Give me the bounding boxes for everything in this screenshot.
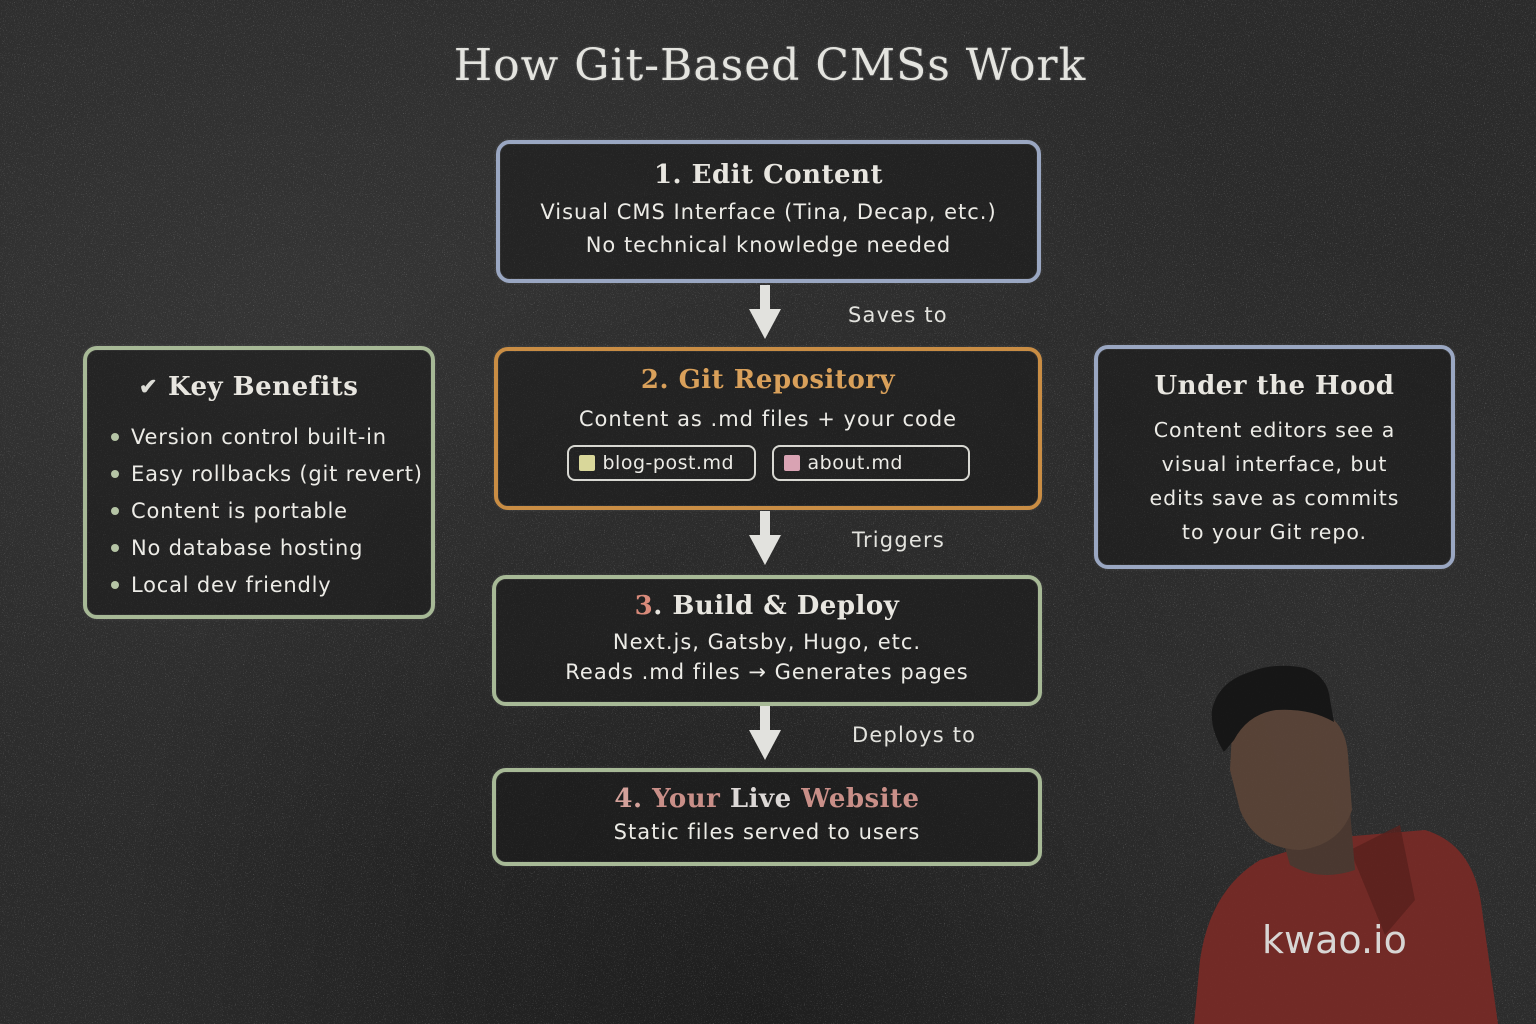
panel-title-text: Key Benefits	[167, 372, 359, 402]
step-title-text: . Build & Deploy	[653, 591, 900, 621]
file-name: blog-post.md	[602, 452, 735, 474]
step-title: 1. Edit Content	[653, 160, 884, 190]
list-item: Content is portable	[111, 492, 431, 529]
step-number: 3	[634, 591, 654, 621]
step-title: 3. Build & Deploy	[496, 591, 1038, 621]
check-icon: ✔	[139, 374, 158, 400]
connector-label: Triggers	[852, 528, 945, 552]
step-line: Content as .md files + your code	[578, 407, 958, 431]
list-item: Easy rollbacks (git revert)	[111, 455, 431, 492]
step-line: No technical knowledge needed	[585, 233, 952, 257]
list-item-text: Easy rollbacks (git revert)	[131, 461, 423, 486]
step-line: Static files served to users	[613, 820, 921, 844]
bullet-icon	[111, 580, 119, 589]
panel-title: ✔ Key Benefits	[139, 372, 431, 402]
step-title-word: Website	[801, 784, 920, 814]
list-item: Version control built-in	[111, 418, 431, 455]
panel-line: to your Git repo.	[1181, 520, 1368, 544]
step-git-repository: 2. Git Repository Content as .md files +…	[494, 347, 1042, 510]
benefits-list: Version control built-in Easy rollbacks …	[111, 418, 431, 603]
arrow-down-icon	[749, 285, 781, 339]
bullet-icon	[111, 543, 119, 552]
list-item: Local dev friendly	[111, 566, 431, 603]
step-line: Next.js, Gatsby, Hugo, etc.	[612, 630, 922, 654]
file-name: about.md	[807, 452, 903, 474]
list-item: No database hosting	[111, 529, 431, 566]
arrow-down-icon	[749, 511, 781, 565]
connector-label: Saves to	[848, 303, 948, 327]
file-list: blog-post.md about.md	[498, 445, 1038, 481]
panel-title: Under the Hood	[1154, 371, 1395, 401]
step-line: Visual CMS Interface (Tina, Decap, etc.)	[540, 200, 997, 224]
step-live-website: 4. Your Live Website Static files served…	[492, 768, 1042, 866]
file-chip: about.md	[771, 445, 970, 481]
list-item-text: Content is portable	[131, 498, 348, 523]
step-line: Reads .md files → Generates pages	[565, 660, 969, 684]
panel-line: Content editors see a	[1153, 418, 1396, 442]
panel-body: Content editors see a visual interface, …	[1098, 413, 1451, 549]
panel-line: edits save as commits	[1149, 486, 1400, 510]
file-chip: blog-post.md	[566, 445, 756, 481]
person-illustration	[1194, 665, 1498, 1024]
under-the-hood-panel: Under the Hood Content editors see a vis…	[1094, 345, 1455, 569]
page-title: How Git-Based CMSs Work	[453, 40, 1087, 91]
list-item-text: Local dev friendly	[131, 572, 332, 597]
step-number: 4.	[614, 784, 653, 814]
step-title-word: Live	[729, 784, 802, 814]
bullet-icon	[111, 506, 119, 515]
step-build-deploy: 3. Build & Deploy Next.js, Gatsby, Hugo,…	[492, 575, 1042, 706]
file-icon	[783, 455, 800, 471]
arrow-down-icon	[749, 706, 781, 760]
list-item-text: No database hosting	[131, 535, 364, 560]
key-benefits-panel: ✔ Key Benefits Version control built-in …	[83, 346, 435, 619]
panel-line: visual interface, but	[1161, 452, 1388, 476]
list-item-text: Version control built-in	[131, 424, 387, 449]
connector-label: Deploys to	[852, 723, 977, 747]
step-edit-content: 1. Edit Content Visual CMS Interface (Ti…	[496, 140, 1041, 283]
bullet-icon	[111, 469, 119, 478]
bullet-icon	[111, 432, 119, 441]
step-title: 4. Your Live Website	[496, 784, 1038, 814]
step-title: 2. Git Repository	[640, 365, 896, 395]
file-icon	[578, 455, 595, 471]
brand-watermark: kwao.io	[1262, 918, 1407, 962]
step-title-word: Your	[652, 784, 730, 814]
